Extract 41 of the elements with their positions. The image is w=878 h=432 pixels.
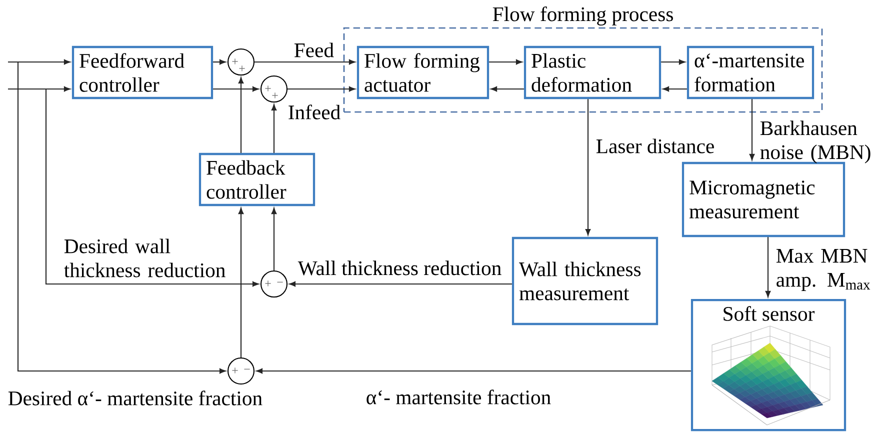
arrow <box>661 59 686 65</box>
arrow <box>8 59 70 65</box>
arrow <box>213 86 259 92</box>
node-label: Flow forming process <box>492 6 673 26</box>
process-box: Feedforward controller <box>72 46 214 100</box>
edge-label: Barkhausen noise (MBN) <box>760 120 870 164</box>
process-box: Flow forming actuator <box>356 46 490 100</box>
signal-label: Desired α‘- martensite fraction <box>8 390 262 406</box>
edge-label: Wall thickness reduction <box>298 260 502 276</box>
arrow <box>765 237 771 298</box>
edge-label: Feed <box>294 42 334 58</box>
arrow <box>213 59 226 65</box>
summing-junction: + + <box>260 75 288 103</box>
arrow <box>8 86 70 92</box>
process-box: Plastic deformation <box>524 46 662 100</box>
edge-label: Max MBN amp. M$_{max}$ <box>776 249 870 291</box>
arrow <box>271 208 277 270</box>
summing-junction: + − <box>260 270 288 298</box>
arrow <box>238 77 244 153</box>
arrow <box>288 86 356 92</box>
arrow <box>254 59 356 65</box>
summing-junction: + − <box>227 357 255 385</box>
arrow <box>585 99 591 236</box>
edge-label: Laser distance <box>596 138 714 154</box>
arrow <box>749 99 755 160</box>
signal-label: Desired wall thickness reduction <box>64 238 226 278</box>
arrow <box>489 59 522 65</box>
edge-label: Infeed <box>288 104 340 120</box>
arrow <box>45 89 259 287</box>
arrow <box>238 208 244 358</box>
process-box: α‘-martensite formation <box>686 46 814 100</box>
arrow <box>490 86 524 92</box>
arrow <box>289 281 512 287</box>
process-box: Feedback controller <box>198 152 316 206</box>
summing-junction: + + <box>227 48 255 76</box>
arrow <box>256 368 691 374</box>
process-box: Wall thickness measurement <box>512 236 658 326</box>
edge-label: α‘- martensite fraction <box>366 390 551 404</box>
arrow <box>271 104 277 153</box>
arrow <box>17 62 226 374</box>
arrow <box>662 86 687 92</box>
